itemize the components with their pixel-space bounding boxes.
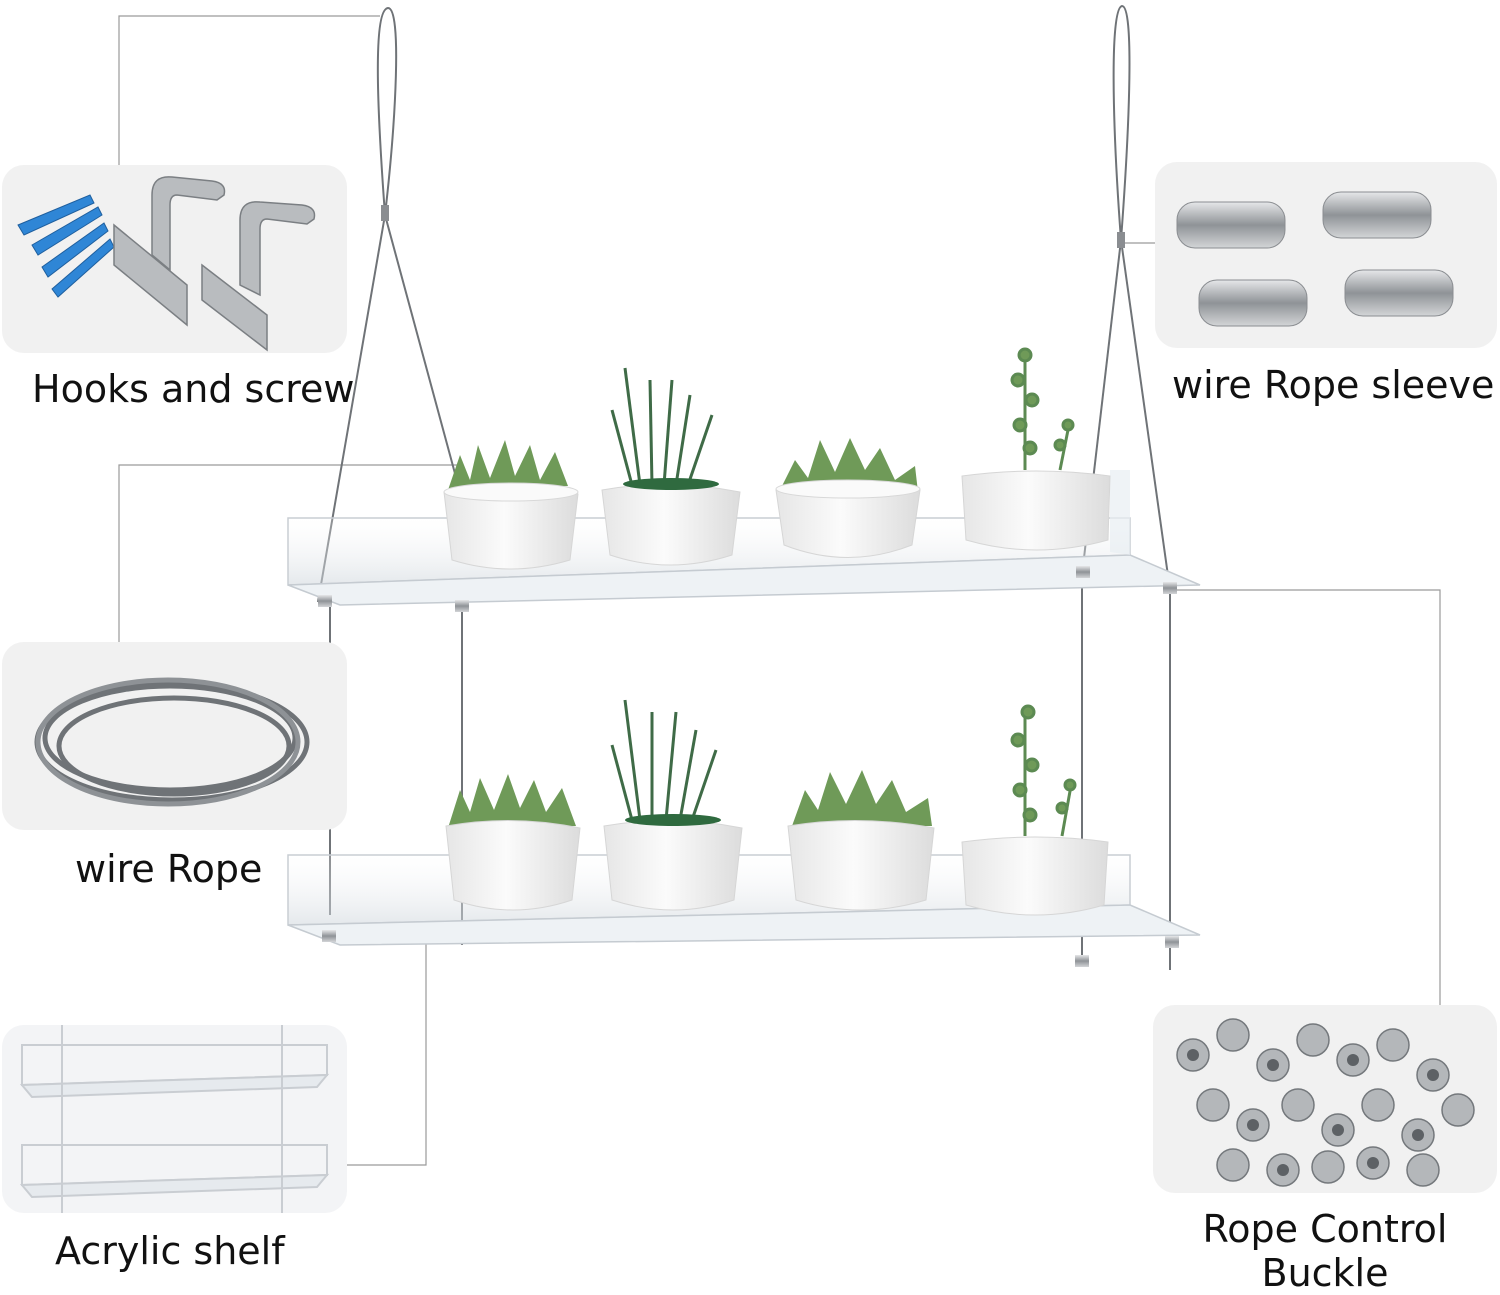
rope-sleeve-icon <box>1176 191 1454 327</box>
wire-rope-card <box>2 642 347 830</box>
screw-buckle-icon <box>1176 1018 1475 1187</box>
hooks-screw-label: Hooks and screw <box>32 367 355 411</box>
acrylic-shelf-card <box>2 1025 347 1213</box>
lower-plants <box>445 699 1109 916</box>
wire-sleeve-top-left <box>381 205 389 221</box>
hook-and-screw-icon <box>17 176 316 352</box>
buckle-card <box>1153 1005 1497 1193</box>
wire-rope-label: wire Rope <box>75 847 263 891</box>
acrylic-shelf-icon <box>19 1025 330 1213</box>
buckle-label: Rope Control Buckle <box>1153 1207 1497 1295</box>
leader-lines <box>118 15 1441 1166</box>
rope-sleeve-label: wire Rope sleeve <box>1172 363 1495 407</box>
wire-sleeve-top-right <box>1117 232 1125 248</box>
hooks-screw-card <box>2 165 347 353</box>
wire-coil-icon <box>34 677 310 807</box>
acrylic-shelf-label: Acrylic shelf <box>55 1229 285 1273</box>
buckle-label-line2: Buckle <box>1261 1250 1389 1295</box>
upper-plants <box>443 347 1111 570</box>
buckle-label-line1: Rope Control <box>1202 1207 1448 1251</box>
rope-sleeve-card <box>1155 162 1497 348</box>
